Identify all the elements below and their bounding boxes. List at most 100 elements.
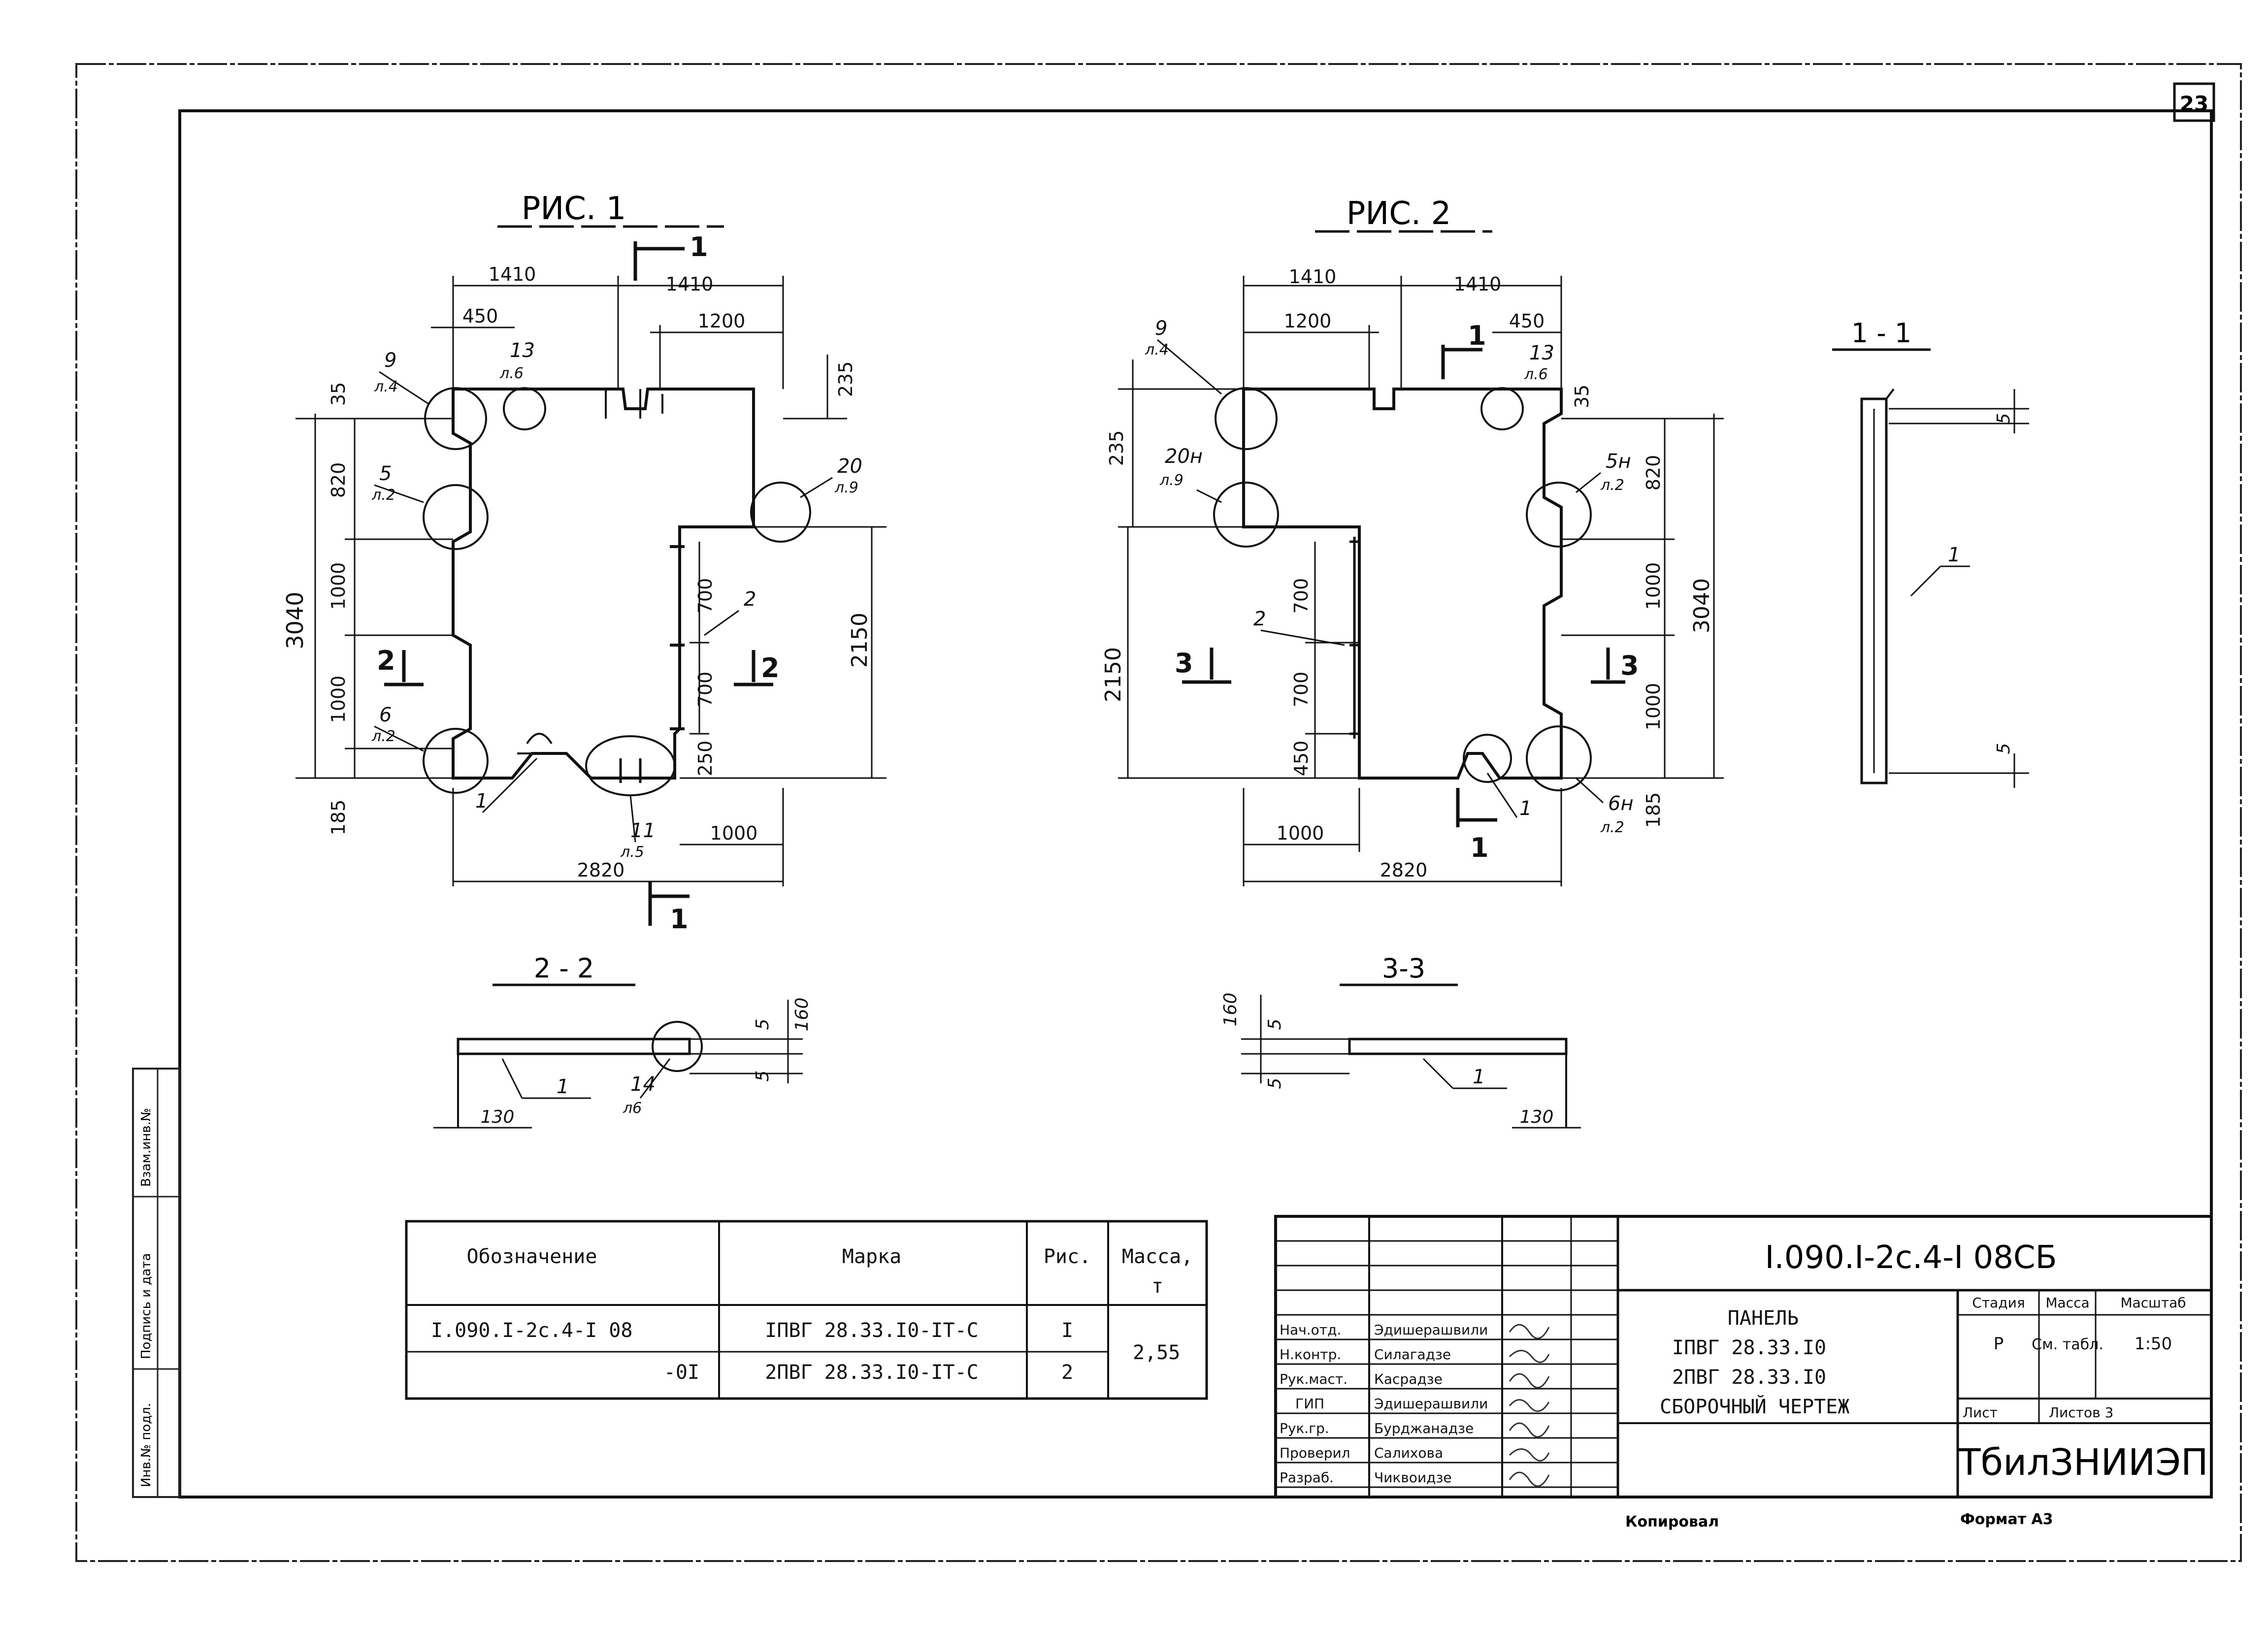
title-scale-value: 1:50 — [2135, 1334, 2172, 1354]
fig1-section-mark-bottom: 1 — [670, 904, 689, 935]
signature-scribbles — [1509, 1324, 1550, 1487]
fig2-dim-3040: 3040 — [1689, 578, 1714, 633]
spec-header-mark: Марка — [842, 1245, 901, 1268]
title-item-name-4: СБОРОЧНЫЙ ЧЕРТЕЖ — [1660, 1395, 1849, 1418]
fig1-dim-450: 450 — [462, 305, 498, 327]
fig2-title: РИС. 2 — [1347, 195, 1451, 232]
title-role-6: Проверил — [1280, 1445, 1350, 1461]
title-item-name-2: IПВГ 28.33.I0 — [1672, 1336, 1826, 1359]
fig1-section-mark-left: 2 — [377, 645, 395, 676]
title-name-1: Эдишерашвили — [1374, 1322, 1488, 1338]
spec-header-mass: Масса, — [1122, 1245, 1193, 1268]
figure-2: РИС. 2 — [1101, 195, 1724, 886]
fig2-section-mark-left: 3 — [1175, 648, 1193, 679]
fig2-callout-9-sheet: л.4 — [1145, 341, 1169, 358]
title-sheet-label: Лист — [1963, 1404, 1998, 1421]
title-mass-label: Масса — [2045, 1295, 2089, 1311]
title-role-5: Рук.гр. — [1280, 1420, 1329, 1436]
sec22-title: 2 - 2 — [534, 953, 594, 984]
fig2-callout-13-sheet: л.6 — [1524, 366, 1548, 383]
title-name-7: Чиквоидзе — [1374, 1469, 1452, 1486]
sheet-number-box — [2173, 82, 2215, 122]
fig1-callout-5-sheet: л.2 — [371, 487, 395, 504]
fig2-callout-6n-sheet: л.2 — [1600, 819, 1624, 836]
fig1-section-mark-right: 2 — [761, 652, 780, 684]
spec-mass-value: 2,55 — [1133, 1341, 1180, 1364]
title-stage-label: Стадия — [1972, 1295, 2025, 1311]
fig1-dim-820: 820 — [328, 462, 349, 498]
fig1-title: РИС. 1 — [522, 191, 626, 227]
spec-row1-mark: IПВГ 28.33.I0-IТ-С — [765, 1319, 978, 1342]
title-name-6: Салихова — [1374, 1445, 1443, 1461]
fig1-dim-185: 185 — [328, 800, 349, 836]
title-name-3: Касрадзе — [1374, 1371, 1443, 1387]
side-strip-label-2: Подпись и дата — [139, 1253, 154, 1359]
fig2-dim-1000b: 1000 — [1643, 683, 1664, 731]
fig1-callout-9: 9 — [384, 349, 396, 372]
title-name-2: Силагадзе — [1374, 1346, 1451, 1363]
fig2-panel-outline — [1242, 388, 1563, 780]
title-item-name-1: ПАНЕЛЬ — [1728, 1307, 1799, 1330]
sec22-dim-160: 160 — [792, 998, 812, 1032]
spec-row1-fig: I — [1061, 1319, 1073, 1342]
fig2-dim-450: 450 — [1509, 310, 1545, 332]
fig1-dim-1000b: 1000 — [328, 676, 349, 723]
fig2-callout-5n-sheet: л.2 — [1600, 477, 1624, 494]
title-scale-label: Масштаб — [2120, 1295, 2186, 1311]
title-role-2: Н.контр. — [1280, 1346, 1341, 1363]
fig2-dim-450b: 450 — [1290, 741, 1312, 777]
figure-1: РИС. 1 — [282, 191, 887, 935]
fig2-dim-185: 185 — [1643, 792, 1664, 828]
fig2-dim-700a: 700 — [1290, 578, 1312, 614]
fig2-dim-1000c: 1000 — [1277, 822, 1324, 844]
fig1-panel-outline — [452, 388, 755, 780]
fig2-section-mark-bottom: 1 — [1470, 832, 1489, 863]
section-3-3: 3-3 160 5 5 130 1 — [1220, 953, 1581, 1129]
fig1-callout-11-sheet: л.5 — [620, 844, 644, 861]
outer-frame — [75, 63, 2242, 1562]
side-strip-label-1: Инв.№ подл. — [139, 1403, 154, 1487]
fig2-callout-13: 13 — [1529, 342, 1554, 364]
fig2-callout-2: 2 — [1253, 608, 1266, 630]
spec-row2-fig: 2 — [1061, 1361, 1073, 1384]
spec-row2-designation: -0I — [664, 1361, 699, 1384]
fig1-dim-1000c: 1000 — [710, 822, 758, 844]
fig2-dim-1410-right: 1410 — [1454, 273, 1502, 295]
title-role-1: Нач.отд. — [1280, 1322, 1341, 1338]
fig2-callout-6n: 6н — [1608, 792, 1634, 815]
fig1-dim-35: 35 — [328, 382, 349, 406]
fig2-dim-235: 235 — [1106, 430, 1127, 466]
title-role-7: Разраб. — [1280, 1469, 1334, 1486]
fig1-callout-20: 20 — [837, 455, 862, 478]
sec33-dim-5b: 5 — [1265, 1078, 1285, 1089]
title-item-name-3: 2ПВГ 28.33.I0 — [1672, 1366, 1826, 1389]
fig2-dim-1410-left: 1410 — [1289, 266, 1337, 288]
spec-row2-mark: 2ПВГ 28.33.I0-IТ-С — [765, 1361, 978, 1384]
fig1-dim-1000a: 1000 — [328, 562, 349, 610]
fig2-section-mark-top: 1 — [1468, 320, 1486, 351]
fig2-callout-20n: 20н — [1165, 445, 1203, 468]
title-name-4: Эдишерашвили — [1374, 1396, 1488, 1412]
sec33-dim-5a: 5 — [1265, 1019, 1285, 1030]
fig2-dim-1200: 1200 — [1284, 310, 1332, 332]
sec33-title: 3-3 — [1382, 953, 1425, 984]
title-block: I.090.I-2с.4-I 08СБ Нач.отд. Н.контр. Ру… — [1274, 1215, 2213, 1499]
sec11-dim-5a: 5 — [1994, 413, 2014, 424]
sec11-title: 1 - 1 — [1851, 318, 1912, 349]
fig1-dim-235: 235 — [835, 361, 856, 397]
sheet-number: 23 — [2180, 92, 2208, 116]
fig1-dim-1410-left: 1410 — [489, 263, 536, 285]
fig2-callout-5n: 5н — [1606, 450, 1631, 473]
sec33-dim-160: 160 — [1220, 993, 1241, 1027]
title-role-3: Рук.маст. — [1280, 1371, 1348, 1387]
fig2-dim-2150: 2150 — [1101, 647, 1126, 702]
spec-header-fig: Рис. — [1044, 1245, 1091, 1268]
sec33-dim-130: 130 — [1520, 1107, 1554, 1127]
fig1-dim-3040: 3040 — [282, 591, 308, 649]
side-strip: Инв.№ подл. Подпись и дата Взам.инв.№ — [132, 1068, 181, 1498]
fig1-dim-2150: 2150 — [847, 613, 872, 668]
fig2-dim-700b: 700 — [1290, 672, 1312, 708]
fig1-callout-6: 6 — [379, 704, 392, 726]
fig1-dim-1410-right: 1410 — [666, 273, 714, 295]
